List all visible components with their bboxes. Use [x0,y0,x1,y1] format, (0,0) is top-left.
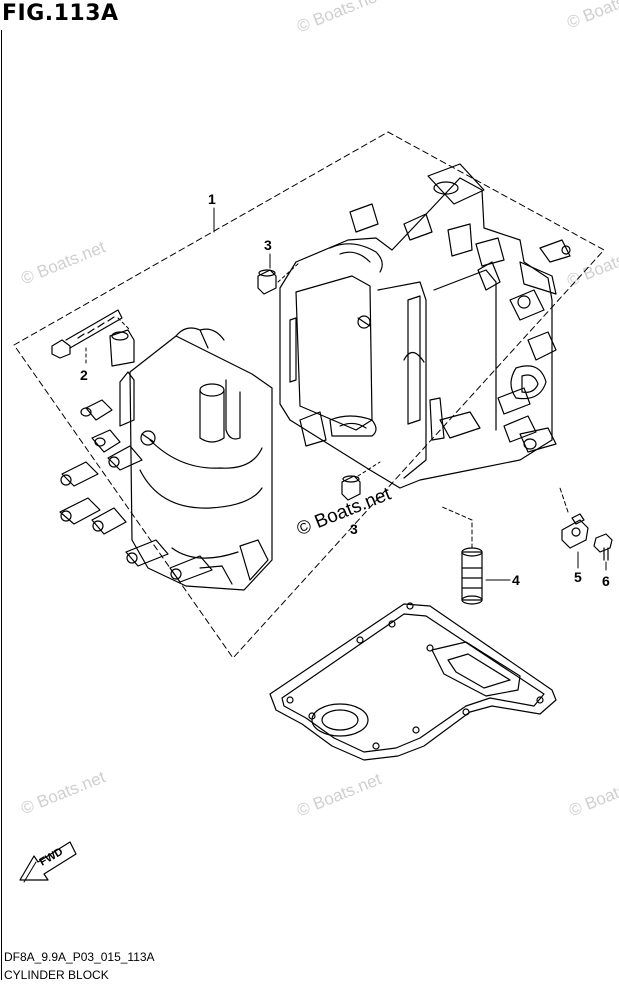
callout-5: 5 [574,569,582,585]
dowel-pin-3-lower [341,461,381,501]
callout-4: 4 [512,572,520,588]
assembly-boundary-box [13,131,605,659]
callout-1: 1 [208,191,216,207]
crankcase-half [119,327,273,591]
screw-part-6 [593,533,613,571]
figure-code: DF8A_9.9A_P03_015_113A [4,950,155,964]
forward-arrow-icon [19,841,77,883]
dowel-pin-3-upper [257,253,301,295]
callout-2: 2 [80,367,88,383]
clamp-part-5 [559,487,589,569]
cylinder-half [279,163,571,489]
figure-caption: CYLINDER BLOCK [4,968,109,982]
bolt-part-2 [51,309,131,367]
fitting-part-4 [439,505,511,605]
left-border-rule [1,30,2,980]
figure-title: FIG.113A [2,1,119,26]
callout-6: 6 [602,573,610,589]
callout-3-upper: 3 [264,237,272,253]
crankcase-bosses [59,329,213,583]
gasket-part-7 [269,602,557,761]
callout-3-lower: 3 [350,521,358,537]
